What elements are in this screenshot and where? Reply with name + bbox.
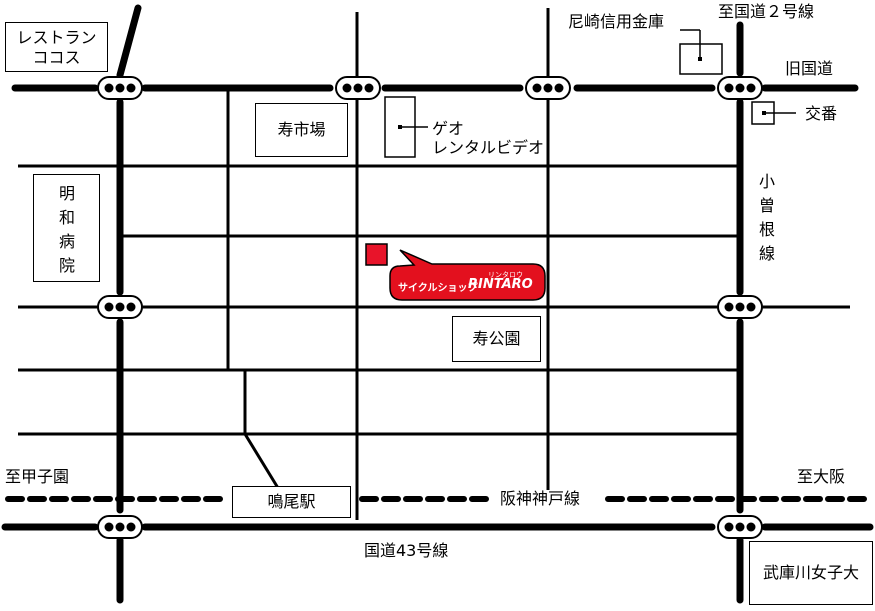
kotobuki-market-label: 寿市場 (255, 103, 348, 157)
old-national-road-label: 旧国道 (785, 59, 834, 78)
hanshin-line-label: 阪神神戸線 (496, 490, 585, 508)
traffic-signals (97, 76, 763, 539)
major-roads (1, 4, 874, 604)
amagasaki-bank-label: 尼崎信用金庫 (568, 12, 665, 31)
route2-label: 至国道２号線 (718, 2, 815, 21)
traffic-signal-icon (717, 76, 763, 100)
marker-dots (398, 57, 766, 129)
shop-callout-bubble (389, 249, 546, 301)
meiwa-hospital-label (33, 174, 100, 282)
ozone-line-label: 小 曽 根 線 (758, 170, 776, 266)
traffic-signal-icon (525, 76, 571, 100)
traffic-signal-icon (335, 76, 381, 100)
restaurant-label: レストラン ココス (5, 22, 108, 72)
shop-logo-ruby: リンタロウ (488, 271, 523, 279)
to-osaka-label: 至大阪 (797, 467, 846, 486)
to-koshien-label: 至甲子園 (5, 467, 70, 486)
kotobuki-park-label: 寿公園 (452, 316, 541, 362)
traffic-signal-icon (717, 295, 763, 319)
shop-logo: RINTARO (468, 277, 533, 292)
mukogawa-univ-label: 武庫川女子大 (749, 541, 873, 605)
traffic-signal-icon (97, 515, 143, 539)
geo-video-label: ゲオ レンタルビデオ (432, 119, 545, 157)
route43-label: 国道43号線 (364, 541, 449, 560)
shop-location-marker (365, 243, 388, 266)
naruo-station-label: 鳴尾駅 (232, 486, 351, 518)
traffic-signal-icon (717, 515, 763, 539)
meiwa-hospital-text: 明 和 病 院 (58, 184, 75, 275)
traffic-signal-icon (97, 295, 143, 319)
police-box-label: 交番 (805, 104, 838, 123)
shop-name-label: サイクルショップ (398, 283, 478, 294)
traffic-signal-icon (97, 76, 143, 100)
